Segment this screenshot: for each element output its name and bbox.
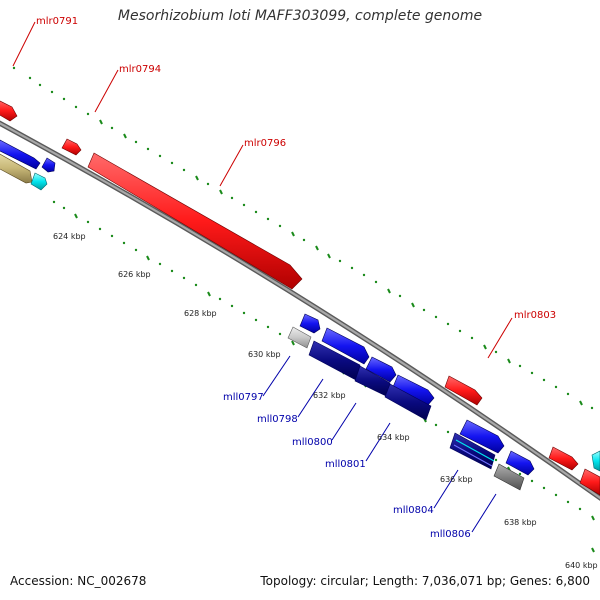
- gene-mll0800-top: [365, 356, 397, 383]
- gene-mll0806: [493, 463, 525, 491]
- tick-label-640: 640 kbp: [565, 561, 598, 570]
- reverse-genes-left[interactable]: [0, 139, 56, 191]
- gene-mlr0796: [87, 152, 303, 290]
- gene-mll0804-stripe-2: [453, 444, 493, 467]
- tick-label-630: 630 kbp: [248, 350, 281, 359]
- gene-olive-left: [0, 153, 33, 184]
- reverse-genes-right[interactable]: [449, 419, 535, 491]
- label-mll0800[interactable]: mll0800: [292, 437, 333, 448]
- label-mll0804[interactable]: mll0804: [393, 505, 434, 516]
- label-mlr0791[interactable]: mlr0791: [36, 16, 78, 27]
- label-mlr0803[interactable]: mlr0803: [514, 310, 556, 321]
- tick-label-628: 628 kbp: [184, 309, 217, 318]
- map-title: Mesorhizobium loti MAFF303099, complete …: [117, 8, 483, 24]
- gene-mll0797: [287, 326, 312, 349]
- reverse-leaders: [262, 355, 497, 533]
- gene-small-blue-630: [299, 313, 321, 334]
- gene-mll0800-b: [392, 374, 435, 406]
- reverse-genes-middle[interactable]: [287, 313, 435, 421]
- gene-mlr0803: [444, 375, 483, 406]
- tick-label-636: 636 kbp: [440, 475, 473, 484]
- forward-leaders: [12, 21, 513, 359]
- gene-blue-left: [0, 139, 41, 170]
- gene-red-right-1: [548, 446, 579, 471]
- genome-info-text: Topology: circular; Length: 7,036,071 bp…: [260, 574, 590, 588]
- forward-genes[interactable]: [0, 100, 600, 496]
- gene-blue-636: [459, 419, 505, 454]
- outer-dash-ticks: [99, 119, 583, 406]
- outer-dotted-scale: [12, 66, 594, 410]
- gene-mll0804: [449, 432, 496, 470]
- gene-cyan-left: [30, 172, 48, 191]
- inner-dash-ticks: [74, 213, 595, 553]
- gene-blue-left-small: [41, 157, 56, 173]
- gene-mll0798: [321, 327, 370, 365]
- gene-mlr0791: [0, 100, 18, 122]
- label-mll0806[interactable]: mll0806: [430, 529, 471, 540]
- label-mll0801[interactable]: mll0801: [325, 459, 366, 470]
- gene-red-right-2: [579, 468, 600, 496]
- tick-label-632: 632 kbp: [313, 391, 346, 400]
- tick-label-638: 638 kbp: [504, 518, 537, 527]
- label-mlr0794[interactable]: mlr0794: [119, 64, 161, 75]
- gene-mlr0794: [61, 138, 82, 156]
- tick-label-634: 634 kbp: [377, 433, 410, 442]
- label-mll0797[interactable]: mll0797: [223, 392, 264, 403]
- gene-cyan-right[interactable]: [591, 450, 600, 472]
- tick-label-626: 626 kbp: [118, 270, 151, 279]
- label-mll0798[interactable]: mll0798: [257, 414, 298, 425]
- genome-backbone: [0, 120, 600, 501]
- gene-mll0804-stripe: [455, 439, 495, 462]
- tick-label-624: 624 kbp: [53, 232, 86, 241]
- label-mlr0796[interactable]: mlr0796: [244, 138, 286, 149]
- gene-blue-638: [505, 450, 535, 476]
- accession-text: Accession: NC_002678: [10, 574, 147, 588]
- gene-mll0801-b: [384, 383, 432, 421]
